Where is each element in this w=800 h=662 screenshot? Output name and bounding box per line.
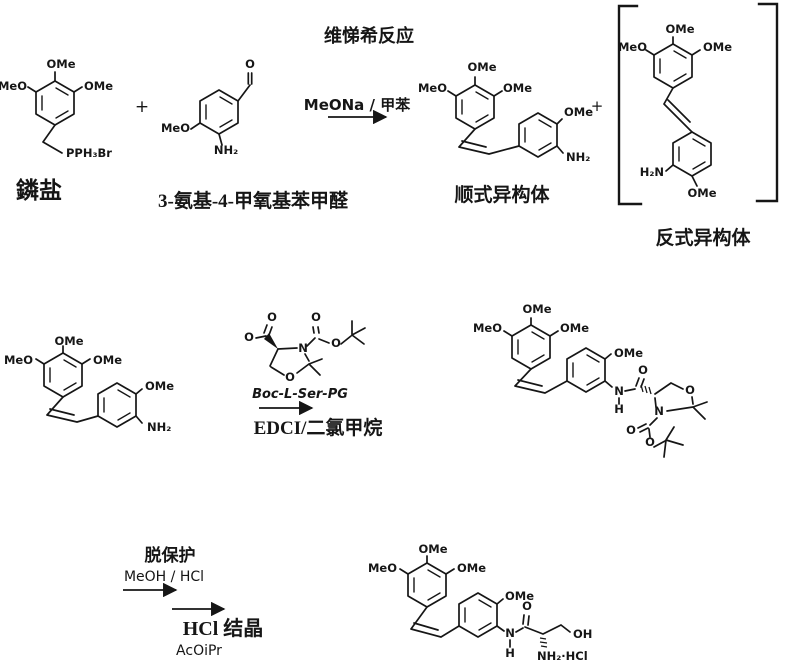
bracket-left (617, 4, 643, 206)
amide-h-label: H (505, 646, 515, 660)
boc-o-ester-label: O (331, 336, 341, 350)
wittig-conditions: MeONa / 甲苯 (304, 96, 411, 114)
phosphonium-caption: 鏻盐 (16, 177, 62, 204)
ome-right-label: OMe (560, 321, 589, 335)
acid-o-single-label: O (244, 330, 254, 344)
boc-o-ester-label: O (645, 435, 655, 449)
molecule-trans-isomer: OMe MeO OMe H₂N OMe 反式异构体 (617, 2, 779, 249)
deprotection-conditions: MeOH / HCl (124, 569, 204, 585)
ome-right-label: OMe (84, 79, 113, 93)
meo-left-label: MeO (473, 321, 502, 335)
amidation-conditions: EDCI/二氯甲烷 (254, 416, 383, 439)
ome-top-label: OMe (418, 542, 447, 556)
ome-aryl-label: OMe (564, 105, 593, 119)
crystallization-label: HCl 结晶 (183, 616, 264, 640)
ome-top-label: OMe (665, 22, 694, 36)
crystallization-solvent: AcOiPr (176, 643, 222, 659)
ome-right-label: OMe (457, 561, 486, 575)
bond (447, 76, 564, 155)
ome-top-label: OMe (522, 302, 551, 316)
benzene-ring (407, 562, 447, 608)
amide-n-label: N (614, 384, 624, 398)
ome-top-label: OMe (54, 334, 83, 348)
amine-label: NH₂ (147, 420, 171, 434)
ome-top-label: OMe (46, 57, 75, 71)
meo-left-label: MeO (418, 81, 447, 95)
molecule-boc-l-ser-pg: O O N O O O Boc-L-Ser-PG (244, 310, 366, 402)
benzene-ring (511, 324, 551, 370)
benzene-ring (458, 592, 498, 638)
bond (27, 71, 83, 154)
amide-h-label: H (614, 402, 624, 416)
ome-aryl-label: OMe (145, 379, 174, 393)
molecule-cis-amine: OMe MeO OMe OMe NH₂ (4, 334, 174, 434)
ring-n-label: N (298, 341, 308, 355)
reagent-caption: Boc-L-Ser-PG (252, 387, 348, 402)
amine-label: NH₂ (566, 150, 590, 164)
amide-n-label: N (505, 626, 515, 640)
ring-n-label: N (654, 404, 664, 418)
benzene-ring (653, 43, 693, 89)
stereo-hash-bond (640, 384, 652, 395)
ome-right-label: OMe (93, 353, 122, 367)
trans-isomer-caption: 反式异构体 (655, 226, 751, 249)
benzene-ring (43, 352, 83, 398)
ome-right-label: OMe (703, 40, 732, 54)
ome-top-label: OMe (467, 60, 496, 74)
molecule-final-product: OMe MeO OMe OMe O N H OH NH₂·HCl (368, 542, 592, 662)
ome-bottom-label: OMe (687, 186, 716, 200)
ring-o-label: O (685, 383, 695, 397)
cis-isomer-caption: 顺式异构体 (454, 183, 550, 206)
molecule-boc-amide-product: OMe MeO OMe OMe O N H O N O O (473, 302, 708, 458)
bond (399, 555, 571, 648)
stereo-hash-bond (539, 637, 548, 648)
benzene-ring (97, 382, 137, 428)
bracket-right (755, 2, 779, 203)
amide-o-label: O (638, 363, 648, 377)
molecule-cis-isomer: OMe MeO OMe OMe NH₂ 顺式异构体 (418, 60, 593, 206)
ring-o-label: O (285, 370, 295, 384)
meo-left-label: MeO (0, 79, 27, 93)
plus-sign: + (135, 97, 149, 117)
pph3br-label: PPH₃Br (66, 146, 112, 160)
bond (645, 36, 701, 187)
wittig-reaction-title: 维悌希反应 (324, 25, 414, 47)
bond (255, 320, 366, 376)
wedge-bond (264, 333, 278, 349)
benzene-ring (672, 131, 712, 177)
benzene-ring (199, 89, 239, 135)
ome-right-label: OMe (503, 81, 532, 95)
molecule-phosphonium-salt: OMe MeO OMe PPH₃Br 鏻盐 (0, 57, 113, 204)
aldehyde-caption: 3-氨基-4-甲氧基苯甲醛 (158, 189, 349, 212)
amine-label: H₂N (640, 165, 664, 179)
amine-label: NH₂ (214, 143, 238, 157)
molecule-aldehyde: O MeO NH₂ 3-氨基-4-甲氧基苯甲醛 (158, 57, 349, 212)
hydroxyl-label: OH (573, 627, 592, 641)
deprotection-title: 脱保护 (145, 545, 196, 566)
carbonyl-o-label: O (245, 57, 255, 71)
plus-sign: + (591, 97, 604, 115)
ome-aryl-label: OMe (505, 589, 534, 603)
meo-left-label: MeO (618, 40, 647, 54)
bond (503, 317, 708, 458)
meo-left-label: MeO (161, 121, 190, 135)
boc-o-double-label: O (311, 310, 321, 324)
meo-left-label: MeO (4, 353, 33, 367)
amide-o-label: O (522, 599, 532, 613)
ome-aryl-label: OMe (614, 346, 643, 360)
benzene-ring (566, 347, 606, 393)
meo-left-label: MeO (368, 561, 397, 575)
amine-salt-label: NH₂·HCl (537, 649, 588, 662)
benzene-ring (35, 80, 75, 126)
benzene-ring (455, 84, 495, 130)
acid-o-double-label: O (267, 310, 277, 324)
bond (35, 345, 143, 424)
bond (190, 72, 253, 146)
benzene-ring (518, 112, 558, 158)
boc-o-double-label: O (626, 423, 636, 437)
